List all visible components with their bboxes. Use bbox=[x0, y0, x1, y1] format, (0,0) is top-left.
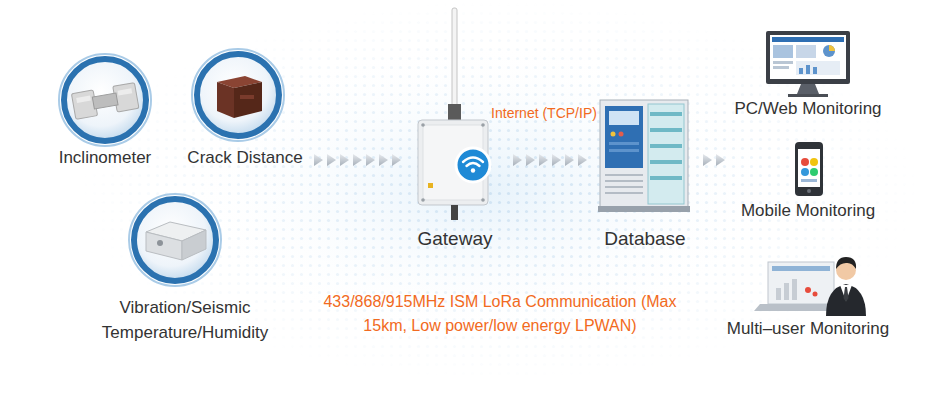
node-box: Gateway bbox=[405, 5, 505, 251]
chevron-connector bbox=[513, 154, 587, 166]
icon-space bbox=[180, 47, 310, 147]
node-label: Gateway bbox=[405, 227, 505, 251]
node-box: PC/Web Monitoring bbox=[720, 28, 896, 119]
arrow-chevron bbox=[366, 154, 375, 166]
mobile-phone-icon bbox=[795, 142, 823, 196]
chevron-connector bbox=[314, 154, 401, 166]
vibration-sensor-icon bbox=[129, 194, 221, 286]
arrow-chevron bbox=[565, 154, 574, 166]
node-box: Mobile Monitoring bbox=[733, 138, 883, 221]
arrow-chevron bbox=[526, 154, 535, 166]
arrow-chevron bbox=[703, 154, 712, 166]
node-label: Crack Distance bbox=[180, 147, 310, 168]
arrow-chevron bbox=[392, 154, 401, 166]
node-label: Mobile Monitoring bbox=[733, 200, 883, 221]
note-label: 433/868/915MHz ISM LoRa Communication (M… bbox=[322, 290, 678, 338]
node-label: PC/Web Monitoring bbox=[720, 98, 896, 119]
arrow-chevron bbox=[716, 154, 725, 166]
arrow-chevron bbox=[314, 154, 323, 166]
node-label: Inclinometer bbox=[45, 147, 165, 168]
node-label: Multi–user Monitoring bbox=[712, 318, 904, 339]
icon-space bbox=[712, 250, 904, 318]
icon-space bbox=[85, 190, 285, 295]
node-box: Crack Distance bbox=[180, 47, 310, 168]
arrow-chevron bbox=[513, 154, 522, 166]
node-box: Vibration/Seismic Temperature/Humidity bbox=[85, 190, 285, 345]
arrow-chevron bbox=[353, 154, 362, 166]
arrow-chevron bbox=[539, 154, 548, 166]
multi-user-icon bbox=[754, 257, 866, 316]
chevron-connector bbox=[703, 154, 725, 166]
edge-label: Internet (TCP/IP) bbox=[491, 104, 597, 122]
gateway-device bbox=[418, 8, 490, 220]
node-label: Database bbox=[595, 227, 695, 251]
node-box: Database bbox=[595, 95, 695, 251]
inclinometer-icon bbox=[59, 54, 151, 146]
icon-space bbox=[595, 95, 695, 227]
arrow-chevron bbox=[379, 154, 388, 166]
icon-space bbox=[45, 52, 165, 147]
arrow-chevron bbox=[327, 154, 336, 166]
node-label: Vibration/Seismic Temperature/Humidity bbox=[85, 295, 285, 345]
arrow-chevron bbox=[552, 154, 561, 166]
icon-space bbox=[720, 28, 896, 98]
arrow-chevron bbox=[578, 154, 587, 166]
node-box: Inclinometer bbox=[45, 52, 165, 168]
database-server bbox=[598, 100, 690, 212]
crack-sensor-icon bbox=[192, 49, 284, 141]
arrow-chevron bbox=[340, 154, 349, 166]
icon-space bbox=[405, 5, 505, 227]
pc-monitor-icon bbox=[766, 31, 850, 97]
icon-space bbox=[733, 138, 883, 200]
node-box: Multi–user Monitoring bbox=[712, 250, 904, 339]
